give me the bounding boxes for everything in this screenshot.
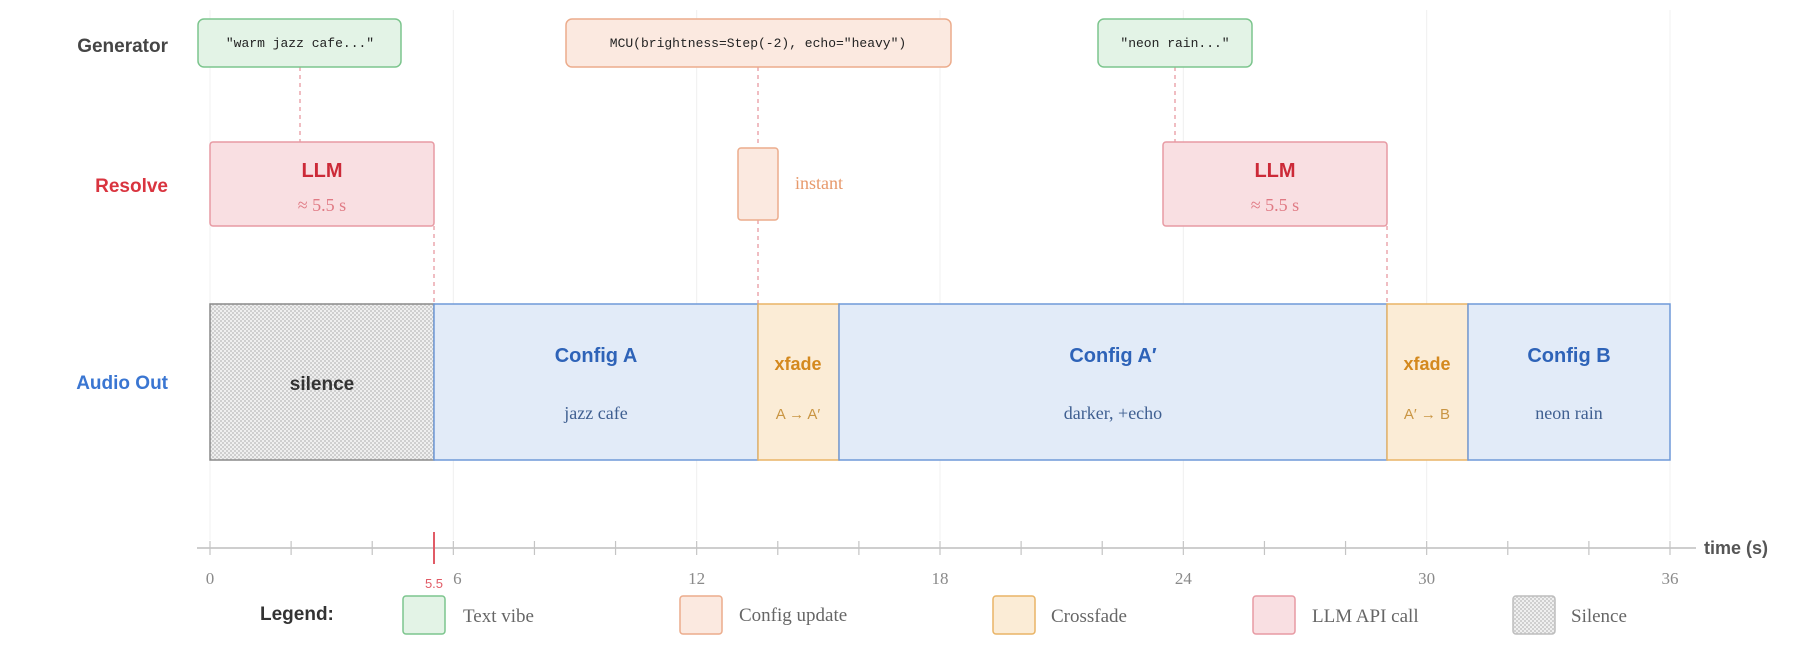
config-a-prime-subtitle: darker, +echo bbox=[1064, 403, 1162, 423]
config-a-prime-segment: Config A′ darker, +echo bbox=[838, 303, 1388, 461]
connectors bbox=[299, 67, 1388, 304]
legend-swatch-config-update bbox=[679, 595, 723, 635]
tick-label: 36 bbox=[1662, 569, 1679, 588]
legend-llm-call: LLM API call bbox=[1312, 606, 1419, 627]
silence-segment: silence bbox=[209, 303, 435, 461]
llm-call-2: LLM ≈ 5.5 s bbox=[1162, 141, 1388, 227]
legend-swatch-llm-call bbox=[1252, 595, 1296, 635]
legend-swatch-text-vibe bbox=[402, 595, 446, 635]
instant-label: instant bbox=[795, 173, 843, 193]
tick-label: 12 bbox=[688, 569, 705, 588]
silence-label: silence bbox=[290, 374, 354, 395]
legend-config-update: Config update bbox=[739, 605, 847, 626]
text-vibe-1: "warm jazz cafe..." bbox=[197, 18, 402, 68]
instant-resolve: instant bbox=[737, 147, 843, 221]
llm-call-2-title: LLM bbox=[1254, 160, 1295, 182]
tick-label: 6 bbox=[453, 569, 462, 588]
text-vibe-2: "neon rain..." bbox=[1097, 18, 1253, 68]
marker-5-5-label: 5.5 bbox=[425, 576, 443, 591]
config-a-title: Config A bbox=[555, 345, 638, 367]
time-axis: 5.5 time (s) 0 6 12 18 24 30 36 bbox=[197, 532, 1768, 591]
xfade-2-subtitle: A′ → B bbox=[1404, 406, 1450, 423]
legend-title: Legend: bbox=[260, 604, 334, 625]
row-label-generator: Generator bbox=[77, 36, 168, 57]
legend: Legend: Text vibe Config update Crossfad… bbox=[260, 595, 1627, 635]
text-vibe-2-label: "neon rain..." bbox=[1120, 36, 1229, 51]
config-b-title: Config B bbox=[1527, 345, 1610, 367]
xfade-1-title: xfade bbox=[774, 354, 821, 374]
time-axis-label: time (s) bbox=[1704, 538, 1768, 558]
config-a-prime-title: Config A′ bbox=[1069, 345, 1157, 367]
row-label-audio-out: Audio Out bbox=[76, 373, 168, 394]
config-update-label: MCU(brightness=Step(-2), echo="heavy") bbox=[610, 36, 906, 51]
text-vibe-1-label: "warm jazz cafe..." bbox=[226, 36, 374, 51]
config-b-subtitle: neon rain bbox=[1535, 403, 1602, 423]
legend-text-vibe: Text vibe bbox=[463, 606, 534, 627]
llm-call-2-time: ≈ 5.5 s bbox=[1251, 195, 1299, 215]
tick-labels: 0 6 12 18 24 30 36 bbox=[206, 569, 1679, 588]
time-grid bbox=[209, 10, 1671, 540]
config-a-subtitle: jazz cafe bbox=[563, 403, 627, 423]
llm-call-1: LLM ≈ 5.5 s bbox=[209, 141, 435, 227]
tick-label: 24 bbox=[1175, 569, 1193, 588]
legend-crossfade: Crossfade bbox=[1051, 606, 1127, 627]
xfade-2-title: xfade bbox=[1403, 354, 1450, 374]
llm-call-1-time: ≈ 5.5 s bbox=[298, 195, 346, 215]
tick-label: 30 bbox=[1418, 569, 1435, 588]
legend-swatch-crossfade bbox=[992, 595, 1036, 635]
tick-label: 18 bbox=[932, 569, 949, 588]
xfade-1-subtitle: A → A′ bbox=[776, 406, 821, 423]
legend-swatch-silence bbox=[1512, 595, 1556, 635]
axis-ticks bbox=[209, 541, 1671, 555]
xfade-2-segment: xfade A′ → B bbox=[1386, 303, 1469, 461]
config-b-segment: Config B neon rain bbox=[1467, 303, 1671, 461]
row-label-resolve: Resolve bbox=[95, 176, 168, 197]
config-a-segment: Config A jazz cafe bbox=[433, 303, 759, 461]
legend-silence: Silence bbox=[1571, 606, 1627, 627]
config-update: MCU(brightness=Step(-2), echo="heavy") bbox=[565, 18, 952, 68]
xfade-1-segment: xfade A → A′ bbox=[757, 303, 840, 461]
tick-label: 0 bbox=[206, 569, 215, 588]
llm-call-1-title: LLM bbox=[301, 160, 342, 182]
